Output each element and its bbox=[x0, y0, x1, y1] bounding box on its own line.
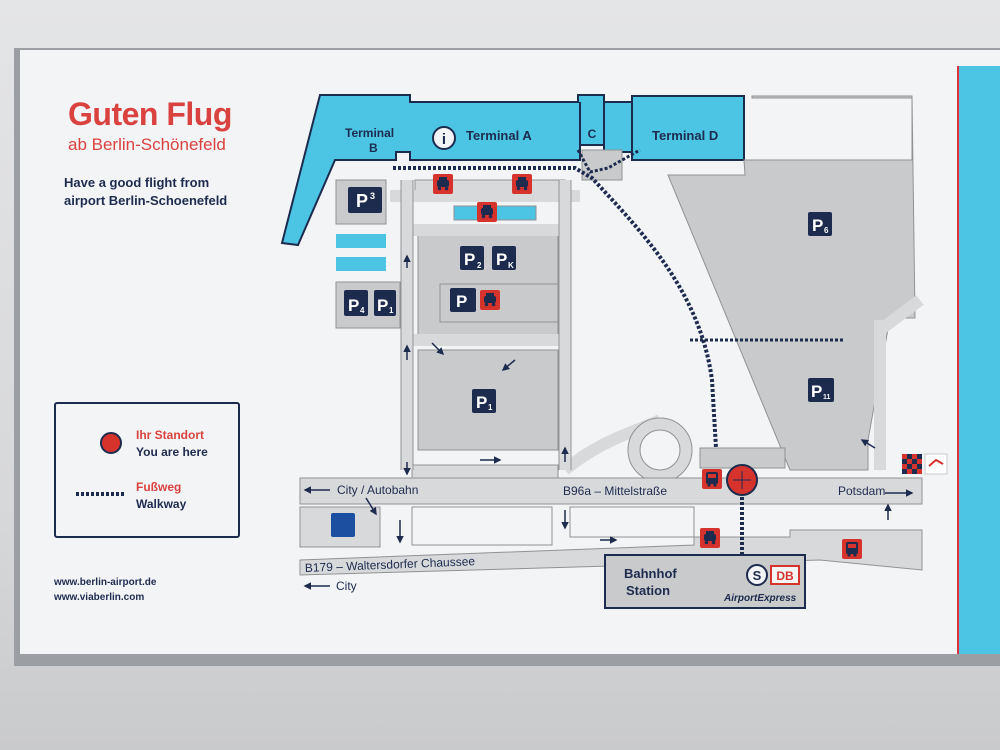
db-logo-icon: DB bbox=[770, 565, 800, 585]
road-b179 bbox=[299, 529, 923, 576]
parking-area-p6-p11 bbox=[667, 95, 916, 471]
bus-icon bbox=[842, 539, 862, 559]
road-label-city: City bbox=[336, 579, 357, 593]
svg-text:P: P bbox=[812, 216, 823, 235]
parking-sign-p2: P 2 bbox=[460, 246, 484, 270]
walkway-path bbox=[393, 166, 718, 449]
svg-text:1: 1 bbox=[389, 306, 394, 315]
sign-title: Guten Flug bbox=[68, 96, 232, 132]
road-label-potsdam: Potsdam bbox=[838, 484, 885, 498]
road-label-city-autobahn: City / Autobahn bbox=[337, 483, 418, 497]
traffic-arrows bbox=[303, 254, 914, 590]
bird-logo-icon bbox=[924, 453, 948, 475]
location-marker-icon bbox=[100, 432, 122, 454]
parking-sign-p3: P 3 bbox=[348, 187, 382, 213]
parking-sign-p1-small: P 1 bbox=[374, 290, 396, 316]
svg-text:P: P bbox=[496, 250, 507, 269]
svg-text:4: 4 bbox=[360, 306, 365, 315]
svg-text:11: 11 bbox=[823, 394, 831, 401]
website-link[interactable]: www.viaberlin.com bbox=[54, 592, 145, 603]
svg-text:K: K bbox=[508, 261, 514, 270]
website-list: www.berlin-airport.de www.viaberlin.com bbox=[54, 575, 156, 605]
parking-sign-pk: P K bbox=[492, 246, 516, 270]
svg-text:DB: DB bbox=[776, 569, 794, 583]
terminal-a-label: Terminal A bbox=[466, 128, 532, 143]
legend-walk-en: Walkway bbox=[136, 497, 187, 511]
map-legend: Ihr Standort You are here Fußweg Walkway bbox=[54, 402, 240, 538]
board-accent-strip bbox=[957, 66, 1000, 654]
road-network bbox=[390, 180, 924, 475]
parking-sign-p6: P 6 bbox=[808, 212, 832, 236]
svg-text:i: i bbox=[442, 131, 446, 148]
info-icon: i bbox=[432, 126, 456, 150]
svg-text:P: P bbox=[811, 382, 822, 401]
bus-icon bbox=[702, 469, 722, 489]
shelter bbox=[336, 234, 386, 248]
taxi-icon bbox=[512, 174, 532, 194]
shelter bbox=[336, 257, 386, 271]
svg-text:P: P bbox=[464, 250, 475, 269]
parking-sign-p1: P 1 bbox=[472, 389, 496, 413]
car-rental-icon bbox=[477, 202, 497, 222]
parking-sign-p11: P 11 bbox=[808, 378, 834, 402]
website-link[interactable]: www.berlin-airport.de bbox=[54, 577, 157, 588]
svg-text:2: 2 bbox=[477, 261, 482, 270]
legend-here-en: You are here bbox=[136, 445, 208, 459]
location-marker-icon bbox=[726, 464, 758, 496]
sign-subtitle: ab Berlin-Schönefeld bbox=[68, 135, 226, 154]
blue-marker bbox=[331, 513, 355, 537]
svg-text:P: P bbox=[377, 296, 388, 315]
svg-text:P: P bbox=[476, 393, 487, 412]
svg-text:P: P bbox=[348, 296, 359, 315]
terminal-c-label: C bbox=[588, 127, 597, 141]
airport-express-label: AirportExpress bbox=[723, 593, 797, 604]
terminal-d-label: Terminal D bbox=[652, 128, 718, 143]
greeting-text: Have a good flight from airport Berlin-S… bbox=[64, 174, 284, 210]
s-bahn-icon: S bbox=[746, 564, 768, 586]
svg-text:6: 6 bbox=[824, 226, 829, 235]
walkway-line-icon bbox=[76, 492, 126, 496]
checkered-logo-icon bbox=[902, 454, 922, 474]
terminal-b-letter: B bbox=[369, 141, 378, 155]
road-label-b96a: B96a – Mittelstraße bbox=[563, 484, 667, 498]
road-label-b179: B179 – Waltersdorfer Chaussee bbox=[305, 554, 476, 575]
legend-walk-de: Fußweg bbox=[136, 480, 182, 494]
greeting-line-2: airport Berlin-Schoenefeld bbox=[64, 193, 228, 208]
station-label-en: Station bbox=[626, 583, 670, 598]
station-label-de: Bahnhof bbox=[624, 566, 677, 581]
svg-text:P: P bbox=[356, 191, 368, 211]
greeting-line-1: Have a good flight from bbox=[64, 175, 210, 190]
taxi-icon bbox=[433, 174, 453, 194]
car-rental-icon bbox=[480, 290, 500, 310]
svg-text:P: P bbox=[456, 292, 467, 311]
svg-text:1: 1 bbox=[488, 403, 493, 412]
svg-text:3: 3 bbox=[370, 191, 375, 201]
parking-sign-p: P bbox=[450, 288, 476, 312]
taxi-icon bbox=[700, 528, 720, 548]
svg-text:S: S bbox=[753, 568, 762, 583]
legend-here-de: Ihr Standort bbox=[136, 428, 204, 442]
terminal-b-label: Terminal bbox=[345, 126, 394, 140]
road-b96a bbox=[299, 477, 923, 505]
parking-sign-p4: P 4 bbox=[344, 290, 368, 316]
